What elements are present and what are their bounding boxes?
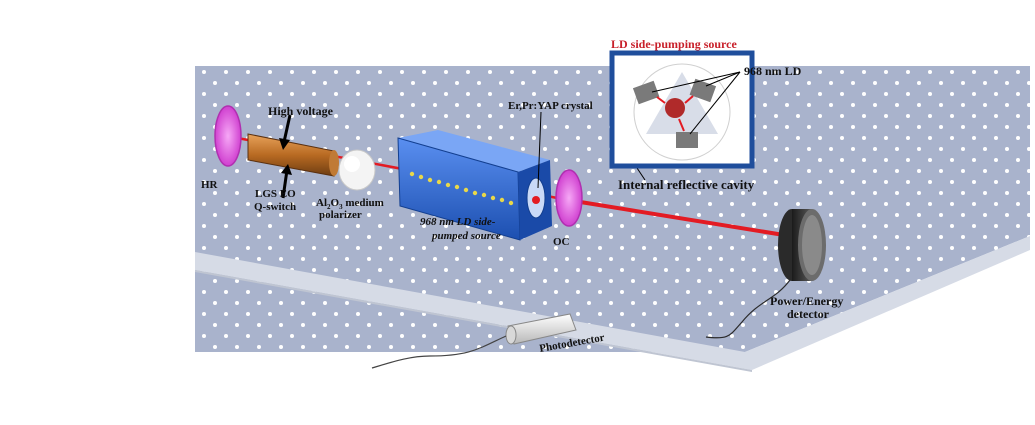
ld-side-pumped-source — [397, 130, 552, 241]
hr-label: HR — [201, 179, 219, 191]
power-energy-detector — [705, 209, 826, 339]
al2o3-label-line2: polarizer — [319, 209, 362, 221]
crystal-pointer — [537, 111, 542, 189]
ld-968-label: 968 nm LD — [744, 64, 802, 78]
photodetector — [371, 313, 577, 369]
oc-label: OC — [553, 236, 570, 248]
detector-label-line1: Power/Energy — [770, 294, 843, 308]
high-voltage-arrows — [279, 114, 292, 199]
cavity-label: Internal reflective cavity — [618, 177, 755, 192]
detector-label-line2: detector — [787, 307, 830, 321]
crystal-label: Er,Pr:YAP crystal — [508, 100, 593, 112]
source-label-line1: 968 nm LD side- — [420, 216, 496, 228]
high-voltage-label: High voltage — [268, 104, 334, 118]
inset-title: LD side-pumping source — [611, 37, 737, 51]
al2o3-polarizer — [338, 149, 376, 191]
lgs-q-switch — [247, 133, 339, 177]
al2o3-label-line1: Al2O3 medium — [316, 197, 384, 211]
hr-mirror — [214, 105, 242, 167]
oc-mirror — [555, 169, 583, 227]
source-label-line2: pumped source — [431, 230, 501, 242]
ld-inset — [609, 50, 755, 169]
lgs-label-line1: LGS EO — [255, 188, 296, 200]
lgs-label-line2: Q-switch — [254, 201, 296, 213]
